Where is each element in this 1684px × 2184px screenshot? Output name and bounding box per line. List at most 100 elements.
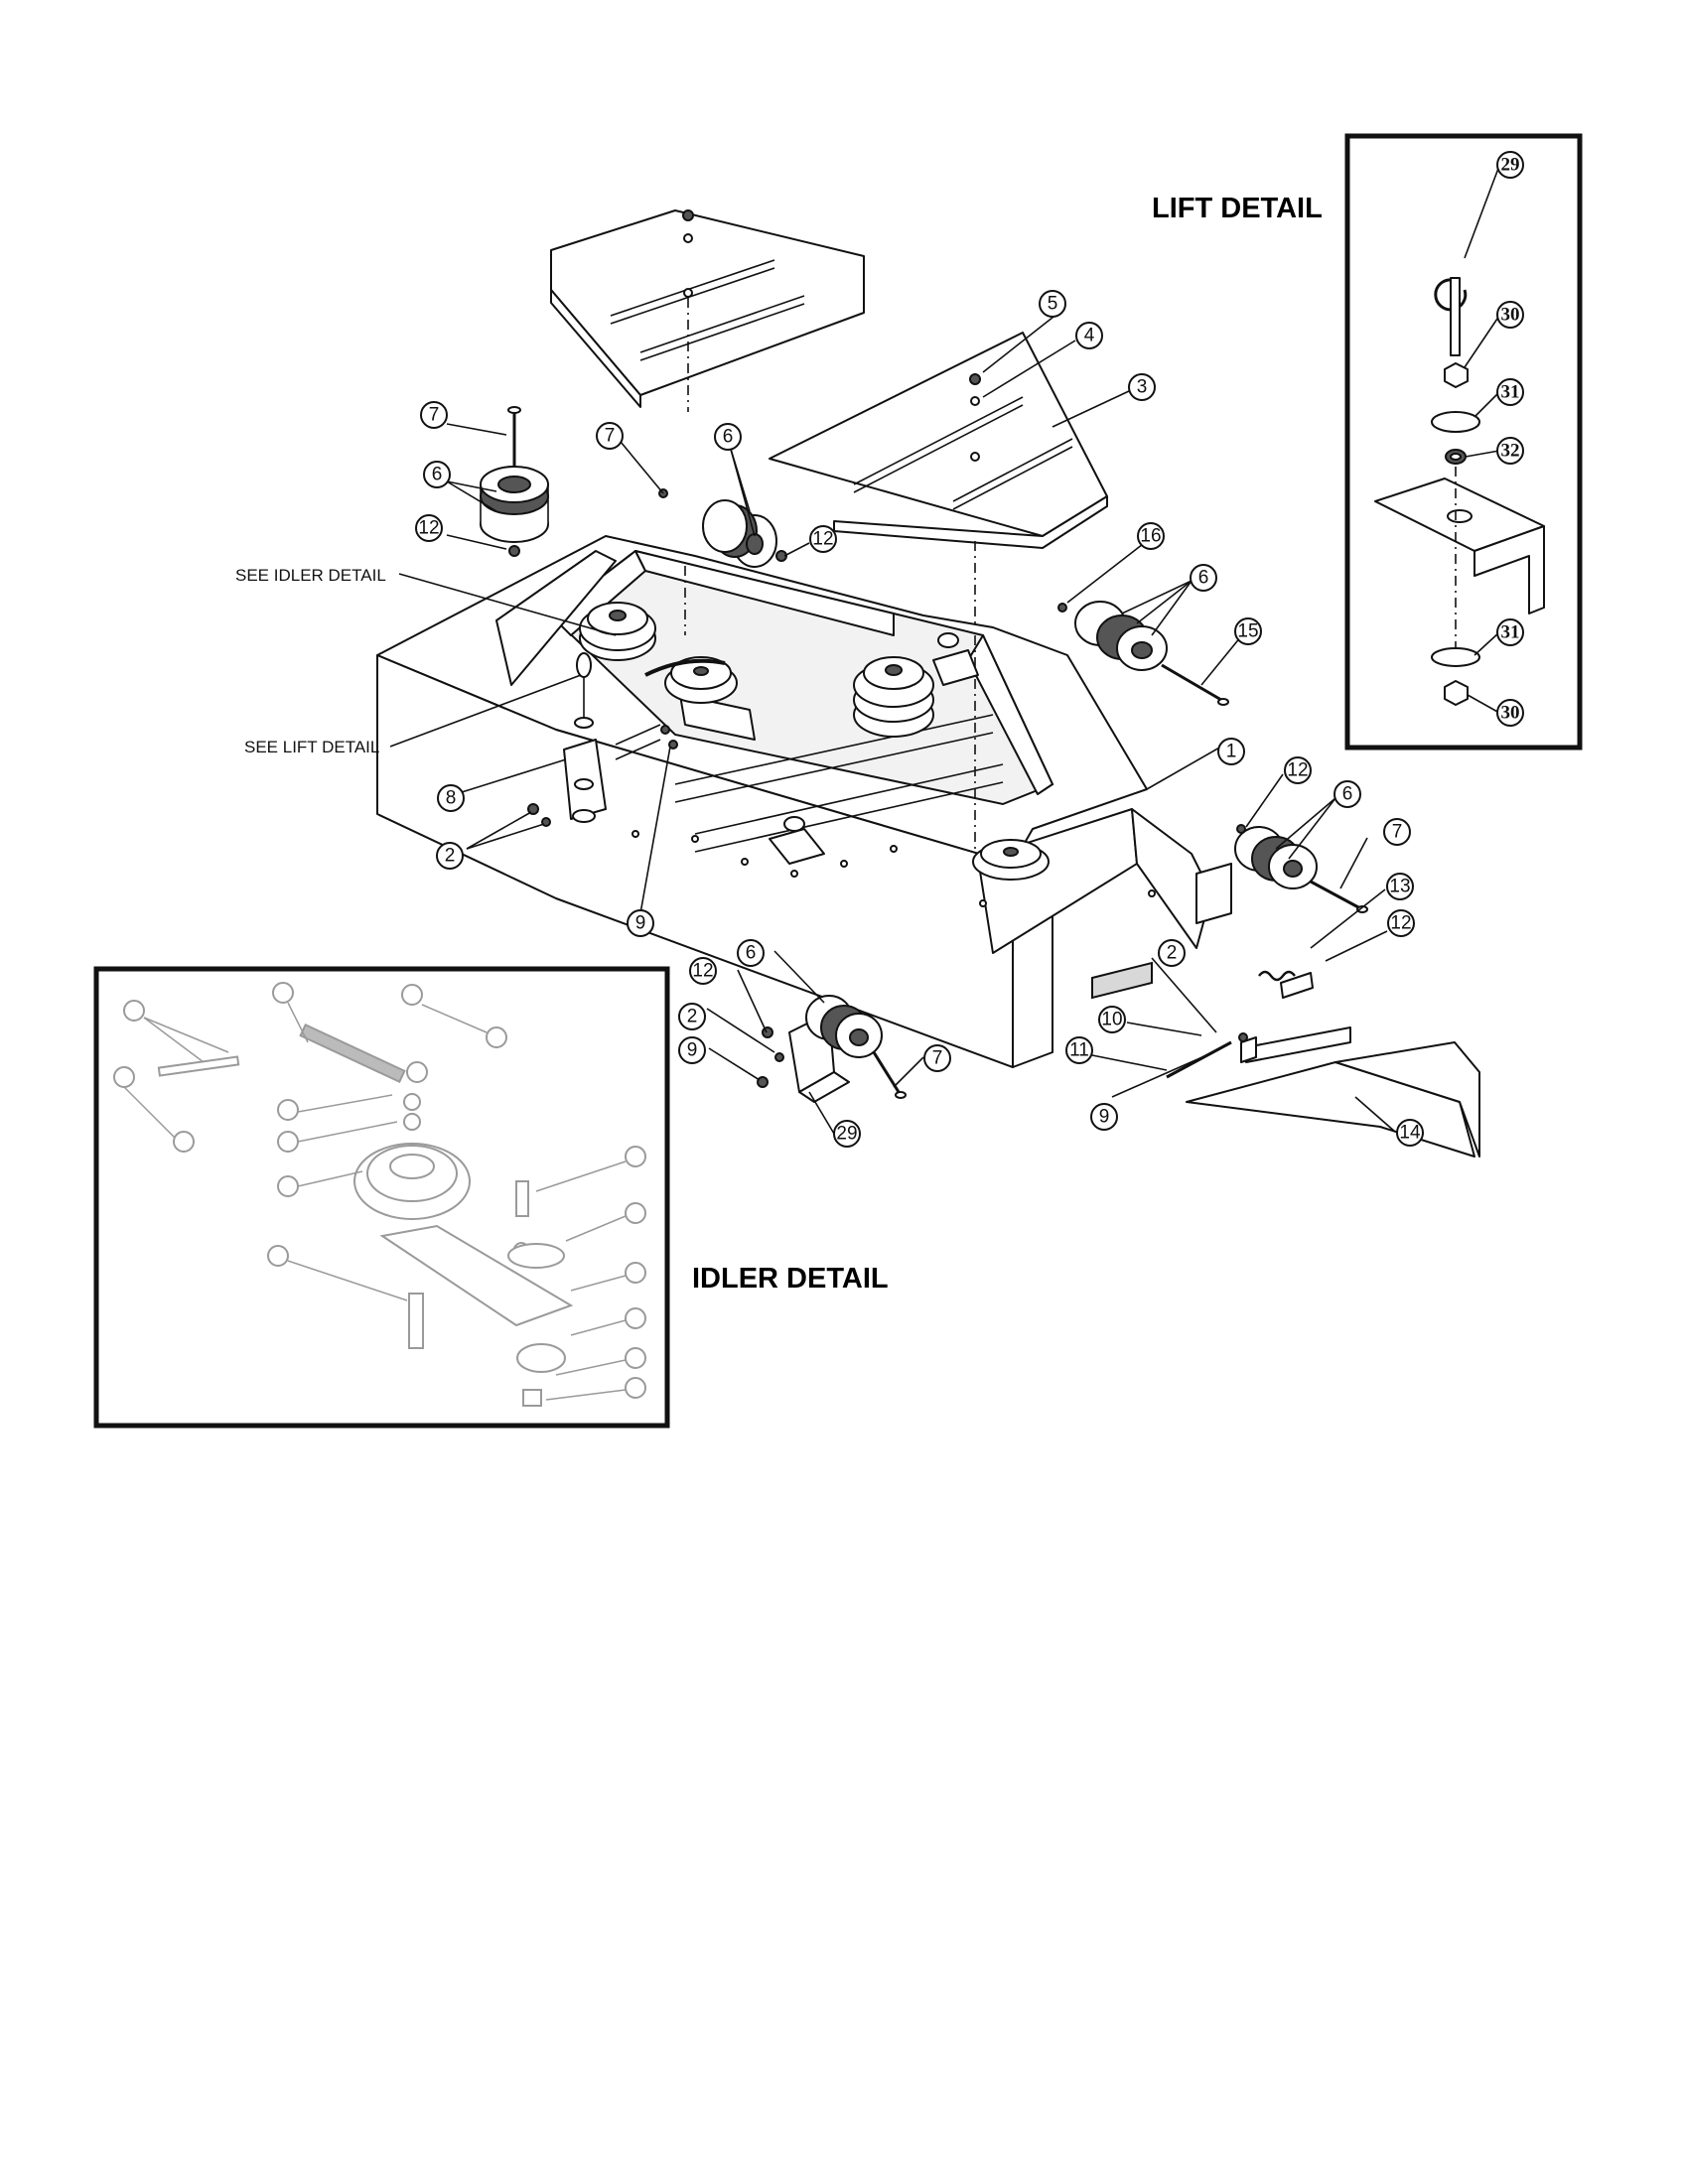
- lift-callout-32-label: 32: [1501, 441, 1520, 462]
- callout-2b: 2: [678, 1003, 706, 1030]
- callout-9a: 9: [627, 909, 654, 937]
- callout-7b-label: 7: [605, 426, 616, 447]
- callout-6b: 6: [714, 423, 742, 451]
- callout-6d: 6: [1333, 780, 1361, 808]
- callout-29b: 29: [833, 1120, 861, 1148]
- lift-callout-31a: 31: [1496, 378, 1524, 406]
- callout-2a: 2: [436, 842, 464, 870]
- anti-scalp-roller-upper-center: [658, 488, 787, 568]
- lift-callout-30b-label: 30: [1501, 703, 1520, 724]
- callout-9c: 9: [1090, 1103, 1118, 1131]
- callout-12e: 12: [689, 957, 717, 985]
- callout-7d: 7: [923, 1044, 951, 1072]
- callout-3: 3: [1128, 373, 1156, 401]
- spindle-pulley-right: [972, 839, 1050, 881]
- lift-callout-32: 32: [1496, 437, 1524, 465]
- callout-1-label: 1: [1226, 742, 1237, 762]
- callout-13: 13: [1386, 873, 1414, 900]
- lift-bracket-rear: [932, 632, 979, 686]
- lift-callout-31b-label: 31: [1501, 622, 1520, 643]
- lift-callout-30a: 30: [1496, 301, 1524, 329]
- callout-16-label: 16: [1140, 526, 1161, 547]
- callout-7d-label: 7: [932, 1048, 943, 1069]
- callout-11-label: 11: [1069, 1040, 1089, 1061]
- callout-14-label: 14: [1399, 1123, 1421, 1144]
- callout-2c-label: 2: [1167, 943, 1178, 964]
- callout-12e-label: 12: [692, 961, 713, 982]
- callout-15: 15: [1234, 617, 1262, 645]
- callout-2c: 2: [1158, 939, 1186, 967]
- callout-12a: 12: [415, 514, 443, 542]
- callout-6d-label: 6: [1342, 784, 1353, 805]
- lift-callout-31a-label: 31: [1501, 382, 1520, 403]
- callout-4: 4: [1075, 322, 1103, 349]
- callout-10: 10: [1098, 1006, 1126, 1033]
- belt-cover-left: [550, 209, 865, 412]
- callout-4-label: 4: [1084, 326, 1095, 346]
- callout-7a-label: 7: [429, 405, 440, 426]
- lift-detail-panel: [1344, 133, 1583, 751]
- callout-6c: 6: [1190, 564, 1217, 592]
- callout-10-label: 10: [1101, 1010, 1122, 1030]
- anti-scalp-roller-lower: [757, 995, 907, 1103]
- callout-12c: 12: [1284, 756, 1312, 784]
- callout-12d: 12: [1387, 909, 1415, 937]
- mower-deck: [376, 535, 1232, 1068]
- leader-lines: [389, 165, 1500, 1135]
- lift-callout-29-label: 29: [1501, 155, 1520, 176]
- lift-detail-title: LIFT DETAIL: [1152, 193, 1323, 224]
- anti-scalp-roller-right-upper: [1057, 601, 1229, 706]
- callout-6c-label: 6: [1198, 568, 1209, 589]
- idler-detail-title: IDLER DETAIL: [692, 1263, 889, 1295]
- see-idler-detail-note: SEE IDLER DETAIL: [235, 566, 386, 585]
- lift-bracket-center: [769, 816, 825, 865]
- see-lift-detail-note: SEE LIFT DETAIL: [244, 738, 379, 756]
- callout-7c: 7: [1383, 818, 1411, 846]
- callout-5-label: 5: [1048, 294, 1058, 315]
- callout-12d-label: 12: [1390, 913, 1411, 934]
- callout-2b-label: 2: [687, 1007, 698, 1027]
- callout-12a-label: 12: [418, 518, 439, 539]
- callout-8-label: 8: [446, 788, 457, 809]
- callout-29b-label: 29: [836, 1124, 857, 1145]
- spindle-pulley-left: [579, 602, 656, 661]
- callout-6a-label: 6: [432, 465, 443, 485]
- callout-7a: 7: [420, 401, 448, 429]
- callout-6e: 6: [737, 939, 765, 967]
- discharge-chute: [1166, 970, 1480, 1158]
- spindle-pulley-center: [853, 656, 934, 738]
- callout-7c-label: 7: [1392, 822, 1403, 843]
- callout-14: 14: [1396, 1119, 1424, 1147]
- callout-12c-label: 12: [1287, 760, 1308, 781]
- idler-detail-panel: [93, 966, 670, 1429]
- callout-11: 11: [1065, 1036, 1093, 1064]
- callout-1: 1: [1217, 738, 1245, 765]
- callout-13-label: 13: [1389, 877, 1410, 897]
- callout-16: 16: [1137, 522, 1165, 550]
- callout-9a-label: 9: [635, 913, 646, 934]
- callout-9b: 9: [678, 1036, 706, 1064]
- callout-7b: 7: [596, 422, 624, 450]
- callout-9c-label: 9: [1099, 1107, 1110, 1128]
- callout-15-label: 15: [1237, 621, 1258, 642]
- callout-9b-label: 9: [687, 1040, 698, 1061]
- anti-scalp-roller-upper-left: [480, 406, 549, 557]
- lift-callout-31b: 31: [1496, 618, 1524, 646]
- callout-8: 8: [437, 784, 465, 812]
- callout-3-label: 3: [1137, 377, 1148, 398]
- belt-cover-right: [769, 332, 1108, 635]
- callout-6a: 6: [423, 461, 451, 488]
- callout-12b-label: 12: [812, 529, 833, 550]
- callout-6b-label: 6: [723, 427, 734, 448]
- idler-pulley: [644, 656, 756, 741]
- anti-scalp-roller-right-lower: [1234, 824, 1368, 913]
- lift-callout-29: 29: [1496, 151, 1524, 179]
- lift-bracket-left: [563, 652, 678, 823]
- lift-callout-30a-label: 30: [1501, 305, 1520, 326]
- lift-callout-30b: 30: [1496, 699, 1524, 727]
- callout-2a-label: 2: [445, 846, 456, 867]
- callout-12b: 12: [809, 525, 837, 553]
- callout-5: 5: [1039, 290, 1066, 318]
- callout-6e-label: 6: [746, 943, 757, 964]
